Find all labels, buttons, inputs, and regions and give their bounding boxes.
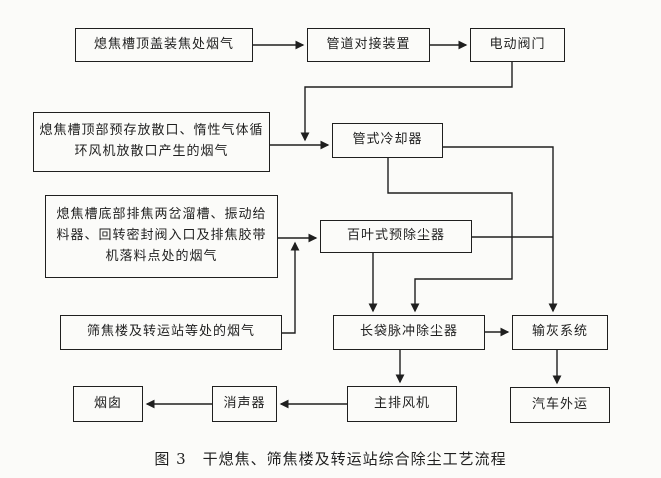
node-ash-conveying-system: 输灰系统	[512, 315, 608, 350]
node-bag-pulse-filter-label: 长袋脉冲除尘器	[359, 324, 458, 340]
node-screening-station-smoke: 筛焦楼及转运站等处的烟气	[60, 315, 282, 350]
node-top-vent-smoke-label: 熄焦槽顶部预存放散口、惰性气体循 环风机放散口产生的烟气	[39, 123, 264, 159]
node-electric-valve: 电动阀门	[470, 28, 565, 62]
node-louver-precleaner-label: 百叶式预除尘器	[346, 228, 445, 244]
node-tube-cooler: 管式冷却器	[332, 123, 443, 158]
node-tube-cooler-label: 管式冷却器	[352, 132, 423, 148]
node-louver-precleaner: 百叶式预除尘器	[320, 220, 472, 253]
node-bottom-discharge-smoke-label: 熄焦槽底部排焦两岔溜槽、振动给 料器、回转密封阀入口及排焦胶带 机落料点处的烟气	[56, 207, 267, 264]
node-top-cover-smoke: 熄焦槽顶盖装焦处烟气	[75, 28, 253, 62]
node-ash-conveying-system-label: 输灰系统	[531, 324, 588, 340]
edge-screening-to-louverline	[282, 241, 300, 334]
node-bag-pulse-filter: 长袋脉冲除尘器	[333, 315, 485, 350]
node-truck-transport-label: 汽车外运	[531, 396, 588, 412]
node-silencer: 消声器	[212, 386, 277, 422]
node-bottom-discharge-smoke: 熄焦槽底部排焦两岔溜槽、振动给 料器、回转密封阀入口及排焦胶带 机落料点处的烟气	[45, 195, 278, 278]
figure-caption: 图 3 干熄焦、筛焦楼及转运站综合除尘工艺流程	[154, 450, 507, 468]
node-chimney-label: 烟囱	[93, 395, 122, 411]
node-pipe-dock-label: 管道对接装置	[326, 36, 411, 52]
edge-cooler-to-ashsystem	[443, 146, 558, 313]
node-truck-transport: 汽车外运	[510, 387, 610, 423]
node-main-fan: 主排风机	[347, 386, 457, 422]
node-pipe-dock: 管道对接装置	[307, 28, 430, 62]
node-top-vent-smoke: 熄焦槽顶部预存放散口、惰性气体循 环风机放散口产生的烟气	[33, 112, 270, 172]
node-chimney: 烟囱	[73, 386, 143, 422]
node-electric-valve-label: 电动阀门	[489, 36, 546, 52]
edge-valve-to-cooler-line	[300, 62, 513, 142]
node-main-fan-label: 主排风机	[373, 395, 430, 411]
node-top-cover-smoke-label: 熄焦槽顶盖装焦处烟气	[93, 36, 234, 52]
node-silencer-label: 消声器	[223, 395, 266, 411]
edge-cooler-to-bagfilter	[387, 158, 513, 313]
node-screening-station-smoke-label: 筛焦楼及转运站等处的烟气	[86, 324, 255, 340]
